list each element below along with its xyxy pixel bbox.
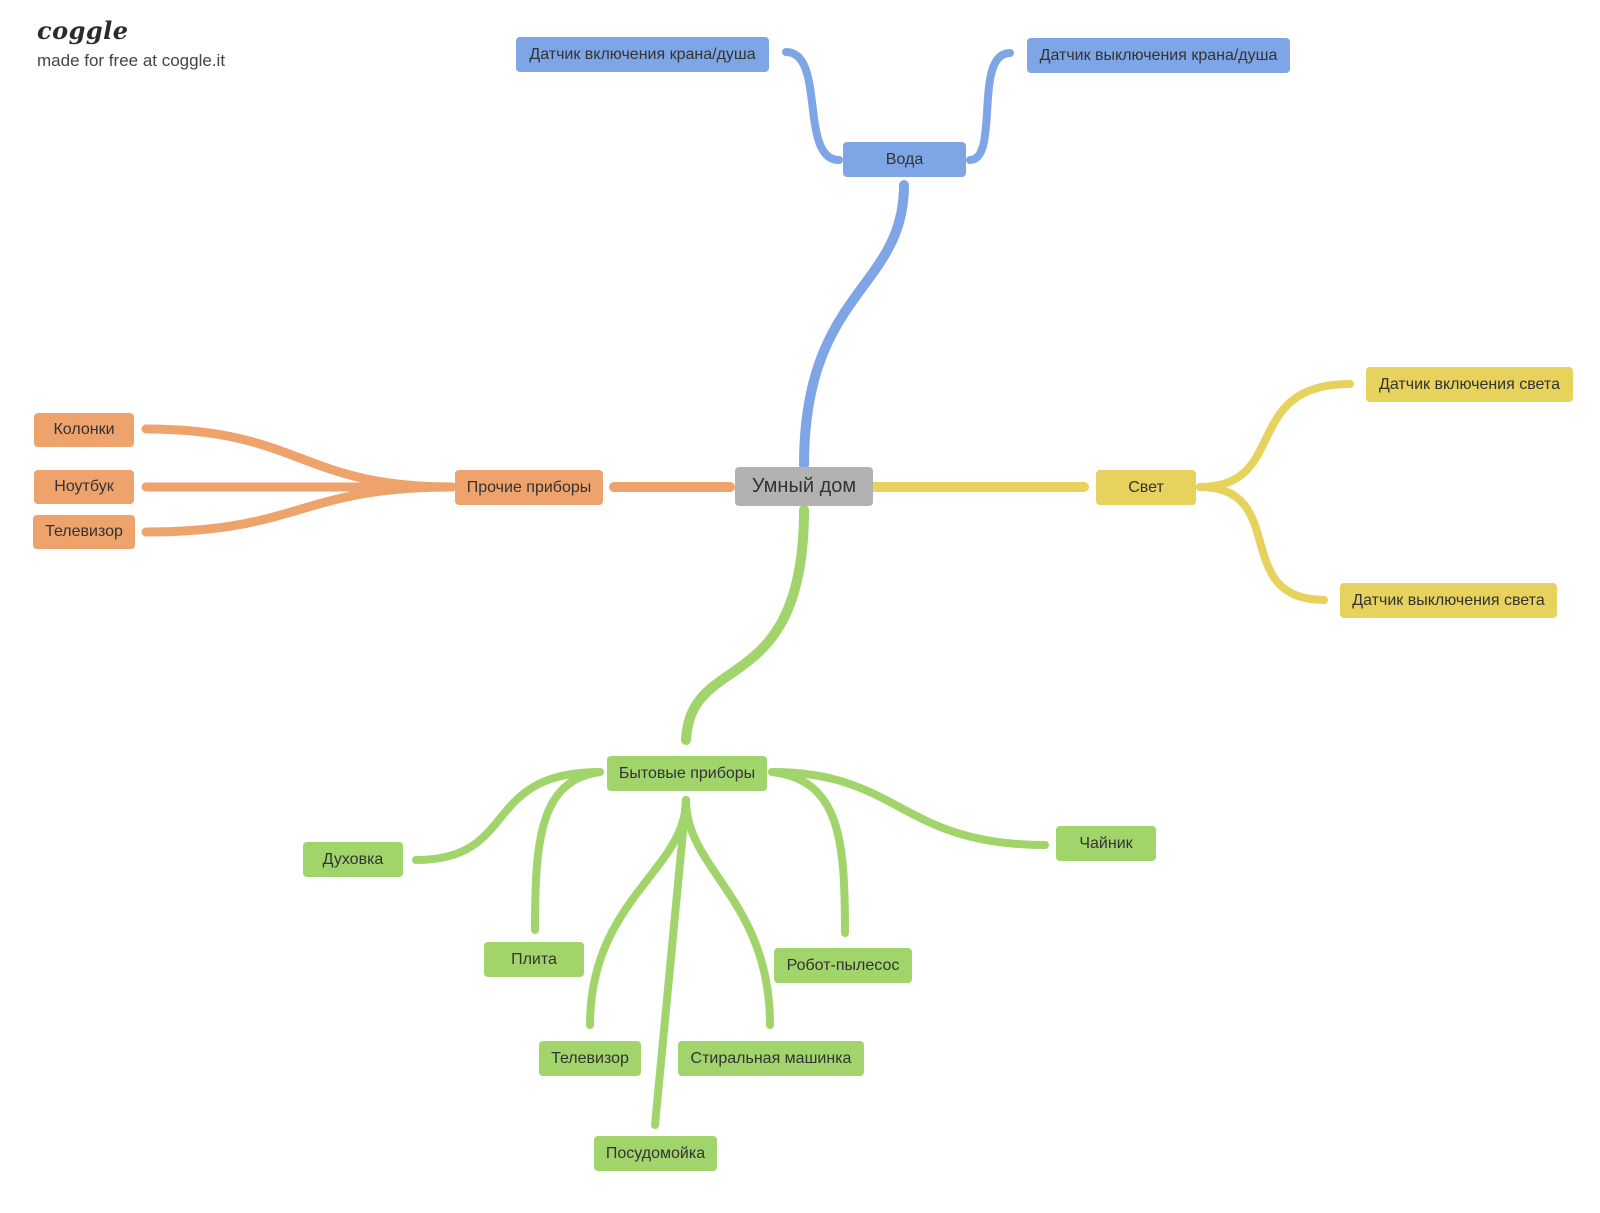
branch-other-tv: [141, 482, 457, 537]
household-kettle-node[interactable]: Чайник: [1056, 826, 1156, 861]
water-sensor-off-node[interactable]: Датчик выключения крана/душа: [1027, 38, 1290, 73]
branch-household-robot: [768, 768, 849, 937]
branch-household-kettle: [768, 768, 1049, 849]
light-sensor-off-node[interactable]: Датчик выключения света: [1340, 583, 1557, 618]
other-tv-node[interactable]: Телевизор: [33, 515, 135, 549]
household-stove-node[interactable]: Плита: [484, 942, 584, 977]
branch-household-stove: [531, 768, 604, 934]
branch-light-sensor-on: [1196, 380, 1354, 491]
light-sensor-on-node[interactable]: Датчик включения света: [1366, 367, 1573, 402]
coggle-brand: coggle made for free at coggle.it: [37, 16, 225, 71]
branch-other-speakers: [141, 424, 457, 492]
branch-root-water: [799, 180, 909, 470]
branch-household-dishwasher: [651, 796, 690, 1129]
household-oven-node[interactable]: Духовка: [303, 842, 403, 877]
branch-root-household: [681, 505, 809, 745]
household-node[interactable]: Бытовые приборы: [607, 756, 767, 791]
water-sensor-on-node[interactable]: Датчик включения крана/душа: [516, 37, 769, 72]
household-washer-node[interactable]: Стиральная машинка: [678, 1041, 864, 1076]
other-laptop-node[interactable]: Ноутбук: [34, 470, 134, 504]
branch-household-oven: [412, 768, 604, 864]
branch-water-sensor-on: [782, 48, 843, 164]
brand-tagline: made for free at coggle.it: [37, 51, 226, 70]
household-robot-vacuum-node[interactable]: Робот-пылесос: [774, 948, 912, 983]
household-tv-node[interactable]: Телевизор: [539, 1041, 641, 1076]
branch-light-sensor-off: [1196, 483, 1328, 604]
coggle-logo: coggle: [37, 16, 129, 45]
branch-water-sensor-off: [966, 49, 1014, 164]
root-node[interactable]: Умный дом: [735, 467, 873, 506]
household-dishwasher-node[interactable]: Посудомойка: [594, 1136, 717, 1171]
other-speakers-node[interactable]: Колонки: [34, 413, 134, 447]
branch-household-washer: [682, 796, 774, 1029]
water-node[interactable]: Вода: [843, 142, 966, 177]
light-node[interactable]: Свет: [1096, 470, 1196, 505]
other-devices-node[interactable]: Прочие приборы: [455, 470, 603, 505]
